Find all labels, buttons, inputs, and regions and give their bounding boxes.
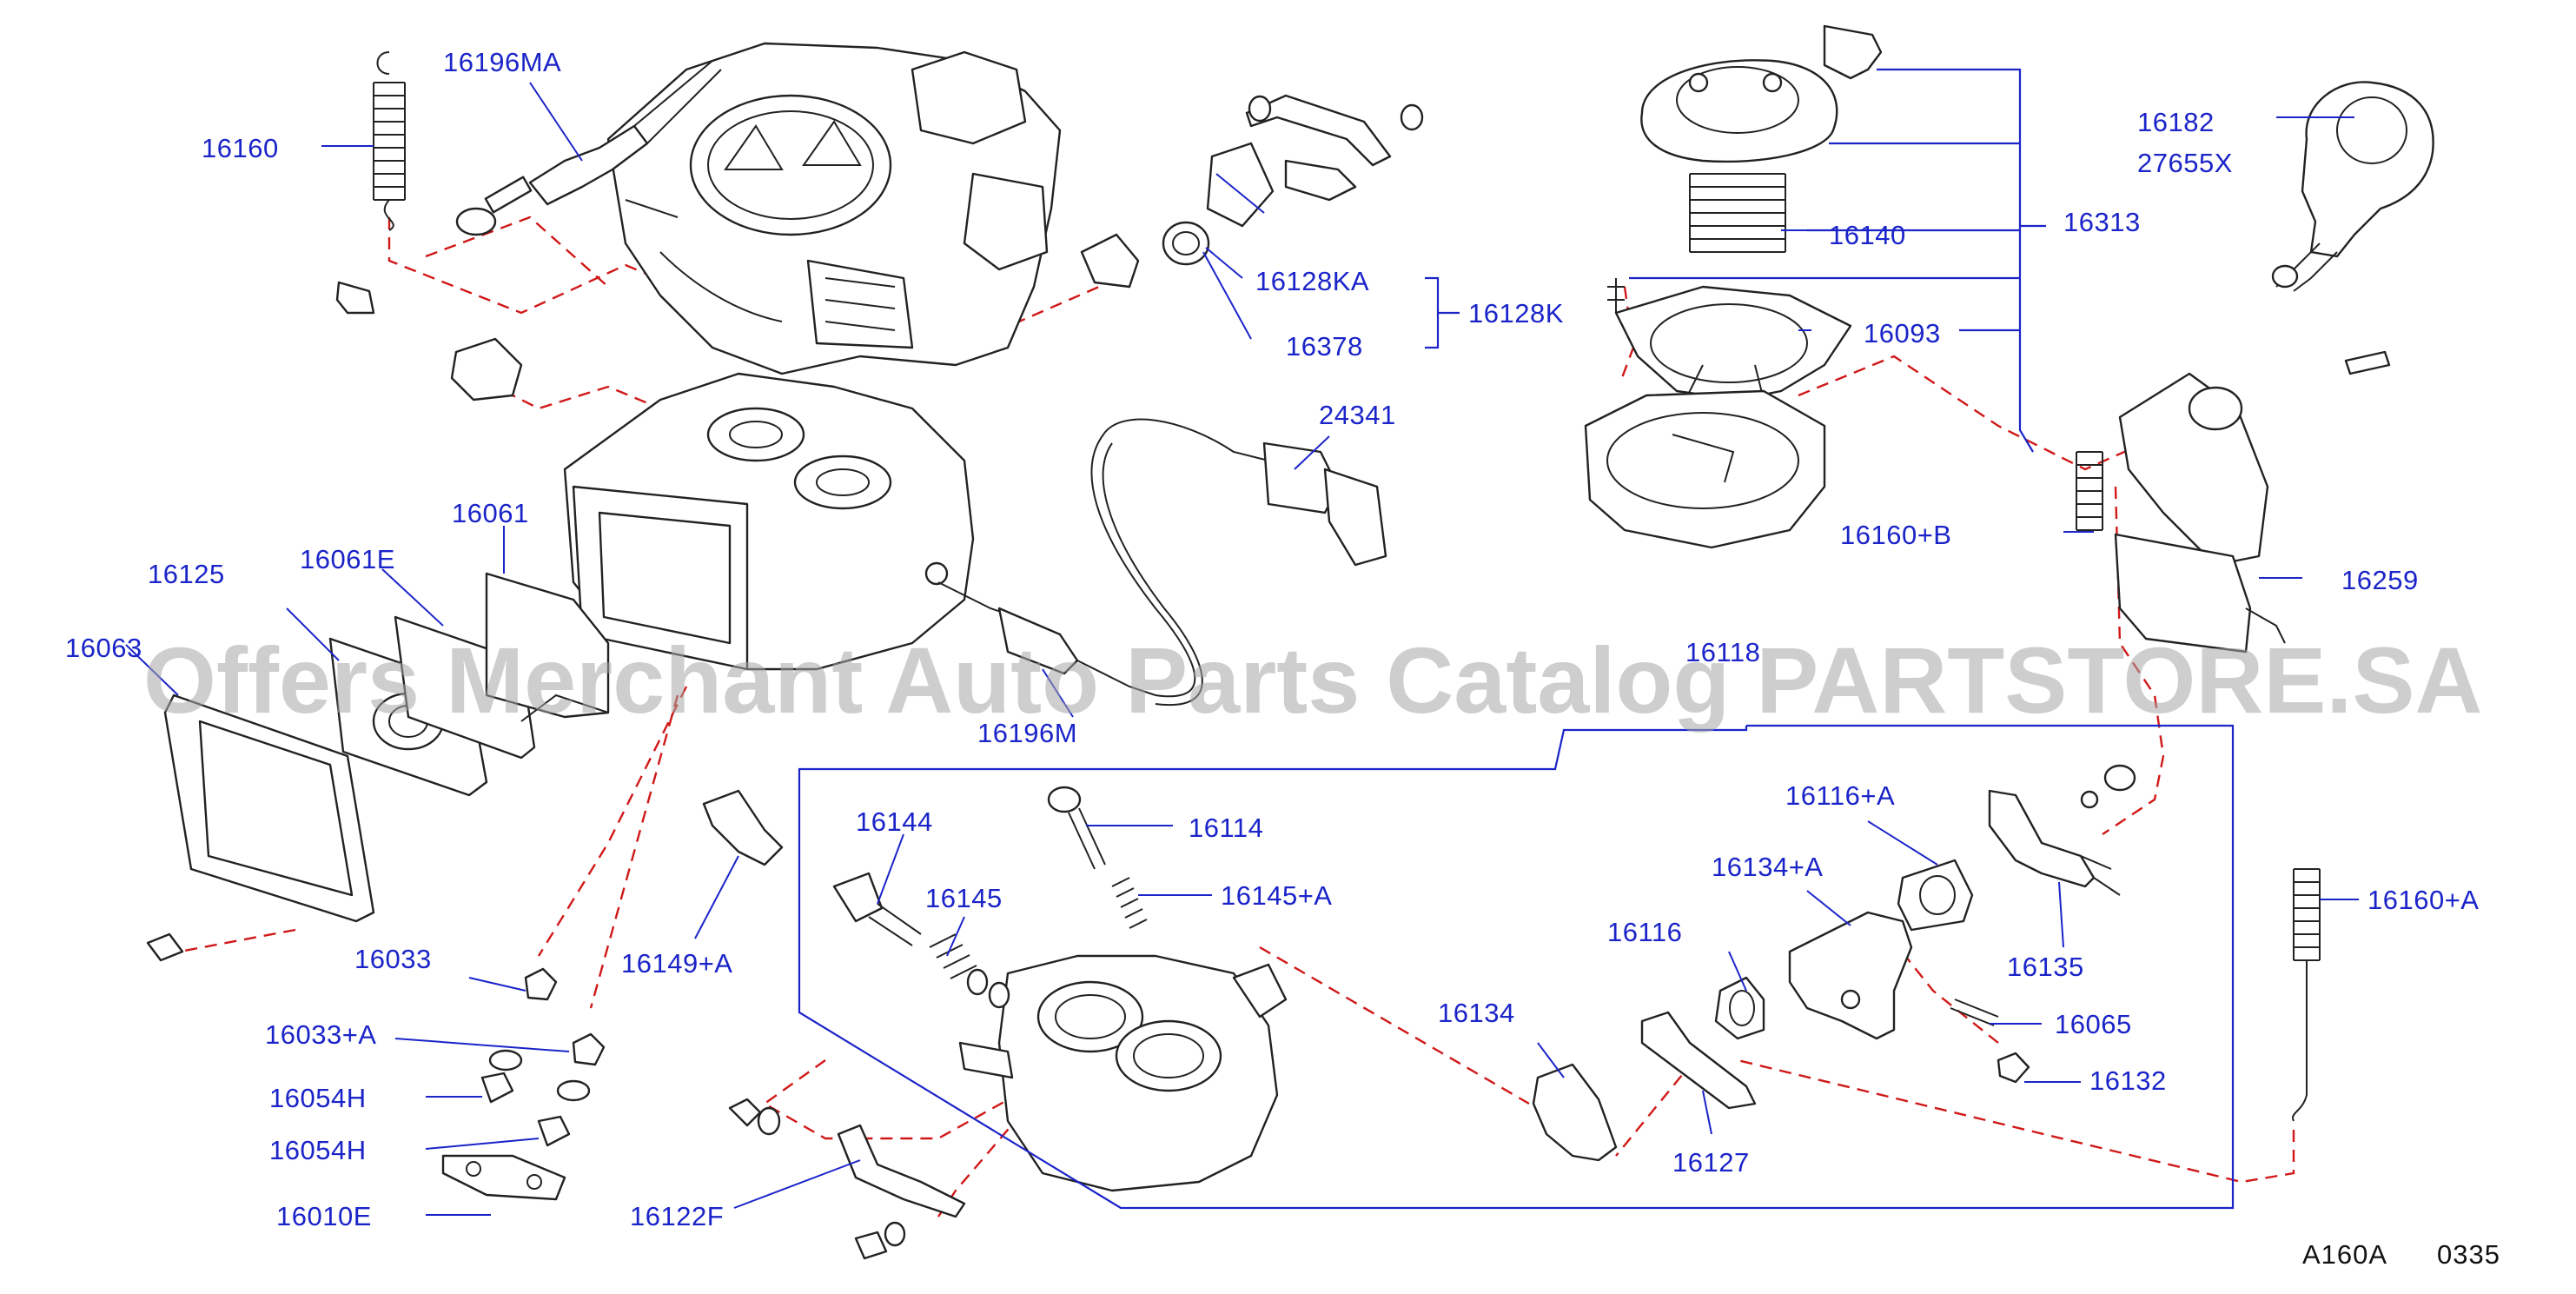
part-16149A-fitting bbox=[702, 789, 784, 866]
part-24341-harness bbox=[1090, 418, 1387, 707]
label-24341[interactable]: 24341 bbox=[1319, 400, 1396, 430]
part-16127-lever bbox=[1640, 1011, 1757, 1110]
part-16116-bushing bbox=[1714, 976, 1765, 1040]
label-16118[interactable]: 16118 bbox=[1685, 637, 1761, 667]
label-16061E[interactable]: 16061E bbox=[300, 544, 395, 574]
label-16127[interactable]: 16127 bbox=[1672, 1147, 1750, 1178]
label-16182[interactable]: 16182 bbox=[2137, 107, 2215, 137]
part-16093-cover bbox=[1614, 285, 1852, 401]
washer-3 bbox=[556, 1079, 591, 1102]
part-16116A-bushing bbox=[1897, 859, 1974, 932]
part-16054H-bolt-2 bbox=[537, 1115, 571, 1147]
part-16313-diaphragm-assembly bbox=[1640, 24, 1883, 253]
label-16125[interactable]: 16125 bbox=[148, 559, 225, 589]
label-16134A[interactable]: 16134+A bbox=[1712, 852, 1824, 882]
page-code: 0335 bbox=[2437, 1239, 2500, 1270]
label-16378[interactable]: 16378 bbox=[1286, 331, 1363, 362]
part-16061-heater bbox=[485, 572, 610, 722]
label-16122F[interactable]: 16122F bbox=[630, 1201, 725, 1231]
label-16160[interactable]: 16160 bbox=[202, 133, 279, 163]
part-16160B-spring bbox=[2076, 451, 2103, 531]
part-16160A-spring bbox=[2292, 868, 2321, 1122]
part-16135-lever bbox=[1988, 764, 2136, 896]
small-spring bbox=[1607, 278, 1625, 313]
group-brackets bbox=[798, 68, 2235, 1210]
label-16313[interactable]: 16313 bbox=[2063, 207, 2141, 237]
screw-2 bbox=[146, 932, 184, 962]
lower-throttle-chamber bbox=[958, 954, 1288, 1192]
label-16160A[interactable]: 16160+A bbox=[2367, 885, 2480, 915]
label-16132[interactable]: 16132 bbox=[2089, 1065, 2167, 1096]
label-16116[interactable]: 16116 bbox=[1607, 917, 1683, 947]
part-16134-lever bbox=[1532, 1063, 1618, 1162]
label-16144[interactable]: 16144 bbox=[856, 806, 933, 837]
label-16196MA[interactable]: 16196MA bbox=[443, 47, 562, 77]
part-16122F-bracket bbox=[728, 1098, 966, 1218]
label-16134[interactable]: 16134 bbox=[1438, 998, 1515, 1028]
label-16160B[interactable]: 16160+B bbox=[1840, 520, 1952, 550]
part-16033-nut bbox=[524, 967, 558, 1001]
leader-lines bbox=[125, 82, 2359, 1216]
screw-1 bbox=[335, 281, 375, 315]
label-16054H-2[interactable]: 16054H bbox=[269, 1135, 367, 1165]
label-16116A[interactable]: 16116+A bbox=[1785, 780, 1896, 811]
label-16145[interactable]: 16145 bbox=[925, 883, 1003, 913]
part-16054H-bolt-1 bbox=[480, 1072, 514, 1104]
label-16063[interactable]: 16063 bbox=[65, 633, 142, 663]
bracket-1 bbox=[450, 337, 523, 401]
label-16128KA[interactable]: 16128KA bbox=[1255, 266, 1370, 296]
label-16114[interactable]: 16114 bbox=[1189, 813, 1264, 843]
part-16145-spring bbox=[929, 933, 1010, 1009]
part-16196MA-actuator bbox=[484, 60, 722, 214]
part-16259-actuator bbox=[2114, 350, 2391, 654]
part-16033A-nut bbox=[572, 1032, 606, 1066]
part-16132-nut bbox=[1997, 1052, 2030, 1084]
label-16196M[interactable]: 16196M bbox=[977, 718, 1078, 748]
part-16010E-plate bbox=[441, 1154, 566, 1201]
label-16033A[interactable]: 16033+A bbox=[265, 1019, 377, 1050]
washer-1 bbox=[455, 207, 497, 236]
label-16093[interactable]: 16093 bbox=[1864, 318, 1941, 348]
label-16135[interactable]: 16135 bbox=[2007, 952, 2084, 982]
label-16149A[interactable]: 16149+A bbox=[621, 948, 733, 979]
part-16114-screw bbox=[1047, 786, 1106, 870]
watermark-text: Offers Merchant Auto Parts Catalog PARTS… bbox=[143, 627, 2483, 733]
figure-code: A160A bbox=[2302, 1239, 2388, 1270]
part-16160-spring bbox=[373, 51, 406, 231]
part-16134A-lever bbox=[1788, 911, 1913, 1040]
part-16118-housing bbox=[1584, 389, 1826, 549]
label-16065[interactable]: 16065 bbox=[2055, 1009, 2132, 1039]
part-16145A-spring bbox=[1111, 877, 1148, 929]
part-16182-boot bbox=[2271, 81, 2434, 292]
upper-carburetor-body bbox=[606, 42, 1062, 375]
part-16063-gasket bbox=[163, 693, 375, 923]
washer-2 bbox=[488, 1049, 523, 1072]
label-16054H-1[interactable]: 16054H bbox=[269, 1083, 367, 1113]
label-16033[interactable]: 16033 bbox=[354, 944, 432, 974]
label-16145A[interactable]: 16145+A bbox=[1221, 880, 1333, 911]
label-27655X[interactable]: 27655X bbox=[2137, 148, 2233, 178]
label-16061[interactable]: 16061 bbox=[452, 498, 529, 528]
label-16128K[interactable]: 16128K bbox=[1468, 298, 1564, 328]
label-16010E[interactable]: 16010E bbox=[276, 1201, 372, 1231]
main-throttle-body bbox=[563, 372, 1017, 671]
label-16140[interactable]: 16140 bbox=[1829, 220, 1906, 250]
label-16259[interactable]: 16259 bbox=[2341, 565, 2419, 595]
part-16128-linkage bbox=[1080, 94, 1424, 289]
part-16065-screw bbox=[1950, 999, 1999, 1026]
washer-4 bbox=[884, 1221, 906, 1247]
screw-3 bbox=[854, 1231, 888, 1260]
part-16196M-solenoid bbox=[997, 607, 1156, 696]
part-16144-screw bbox=[832, 872, 922, 946]
